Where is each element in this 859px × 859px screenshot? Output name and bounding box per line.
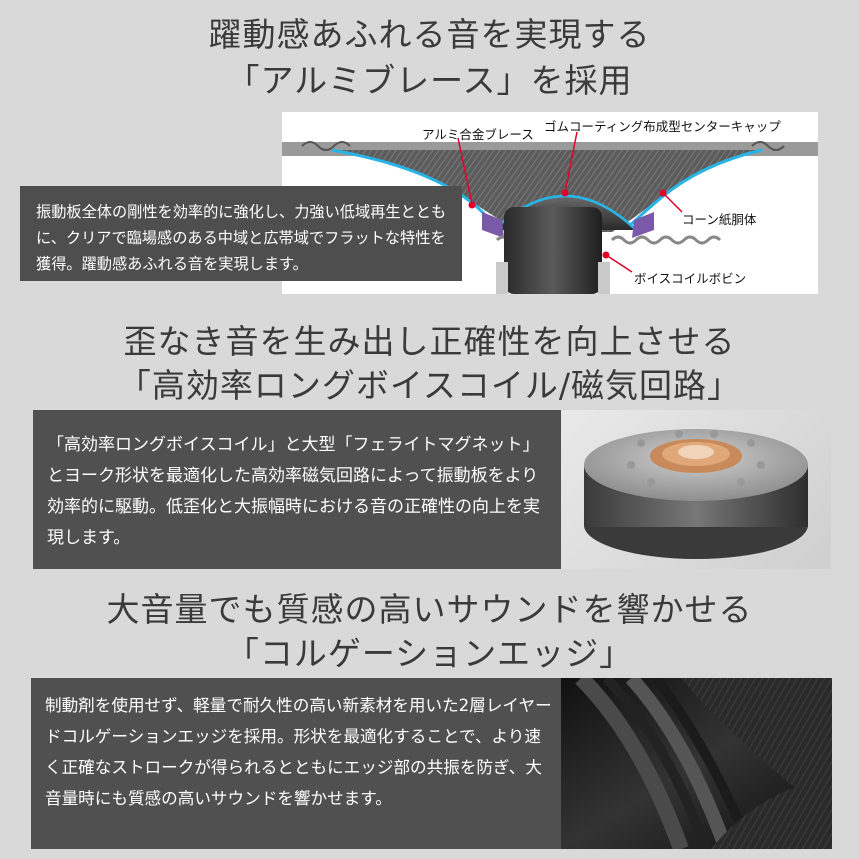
magnet-photo <box>561 410 831 569</box>
callout-cone: コーン紙胴体 <box>682 212 757 227</box>
section2-panel: 「高効率ロングボイスコイル」と大型「フェライトマグネット」とヨーク形状を最適化し… <box>33 410 831 569</box>
corrugated-edge-photo <box>561 678 832 849</box>
section3-heading-line2: 「コルゲーションエッジ」 <box>225 634 634 673</box>
section2-heading-line2: 「高効率ロングボイスコイル/磁気回路」 <box>117 366 742 405</box>
section1-heading-line2: 「アルミブレース」を採用 <box>226 61 633 100</box>
callout-bobbin: ボイスコイルボビン <box>634 271 747 286</box>
section2-description: 「高効率ロングボイスコイル」と大型「フェライトマグネット」とヨーク形状を最適化し… <box>47 435 540 548</box>
section2-description-panel: 「高効率ロングボイスコイル」と大型「フェライトマグネット」とヨーク形状を最適化し… <box>33 410 561 569</box>
section3-heading-line1: 大音量でも質感の高いサウンドを響かせる <box>106 590 753 629</box>
section1-description: 振動板全体の剛性を効率的に強化し、力強い低域再生とともに、クリアで臨場感のある中… <box>36 203 447 273</box>
callout-alumi-brace: アルミ合金ブレース <box>422 127 534 142</box>
section1-description-panel: 振動板全体の剛性を効率的に強化し、力強い低域再生とともに、クリアで臨場感のある中… <box>20 186 462 281</box>
callout-rubber-cap: ゴムコーティング布成型センターキャップ <box>544 119 781 134</box>
speaker-cross-section-illustration: アルミ合金ブレース ゴムコーティング布成型センターキャップ コーン紙胴体 ボイス… <box>282 112 818 294</box>
section1-heading-line1: 躍動感あふれる音を実現する <box>208 15 651 54</box>
section3-panel: 制動剤を使用せず、軽量で耐久性の高い新素材を用いた2層レイヤードコルゲーションエ… <box>31 678 832 849</box>
section2-heading-line1: 歪なき音を生み出し正確性を向上させる <box>123 322 736 361</box>
section3-description: 制動剤を使用せず、軽量で耐久性の高い新素材を用いた2層レイヤードコルゲーションエ… <box>45 696 552 808</box>
section3-description-panel: 制動剤を使用せず、軽量で耐久性の高い新素材を用いた2層レイヤードコルゲーションエ… <box>31 678 561 849</box>
